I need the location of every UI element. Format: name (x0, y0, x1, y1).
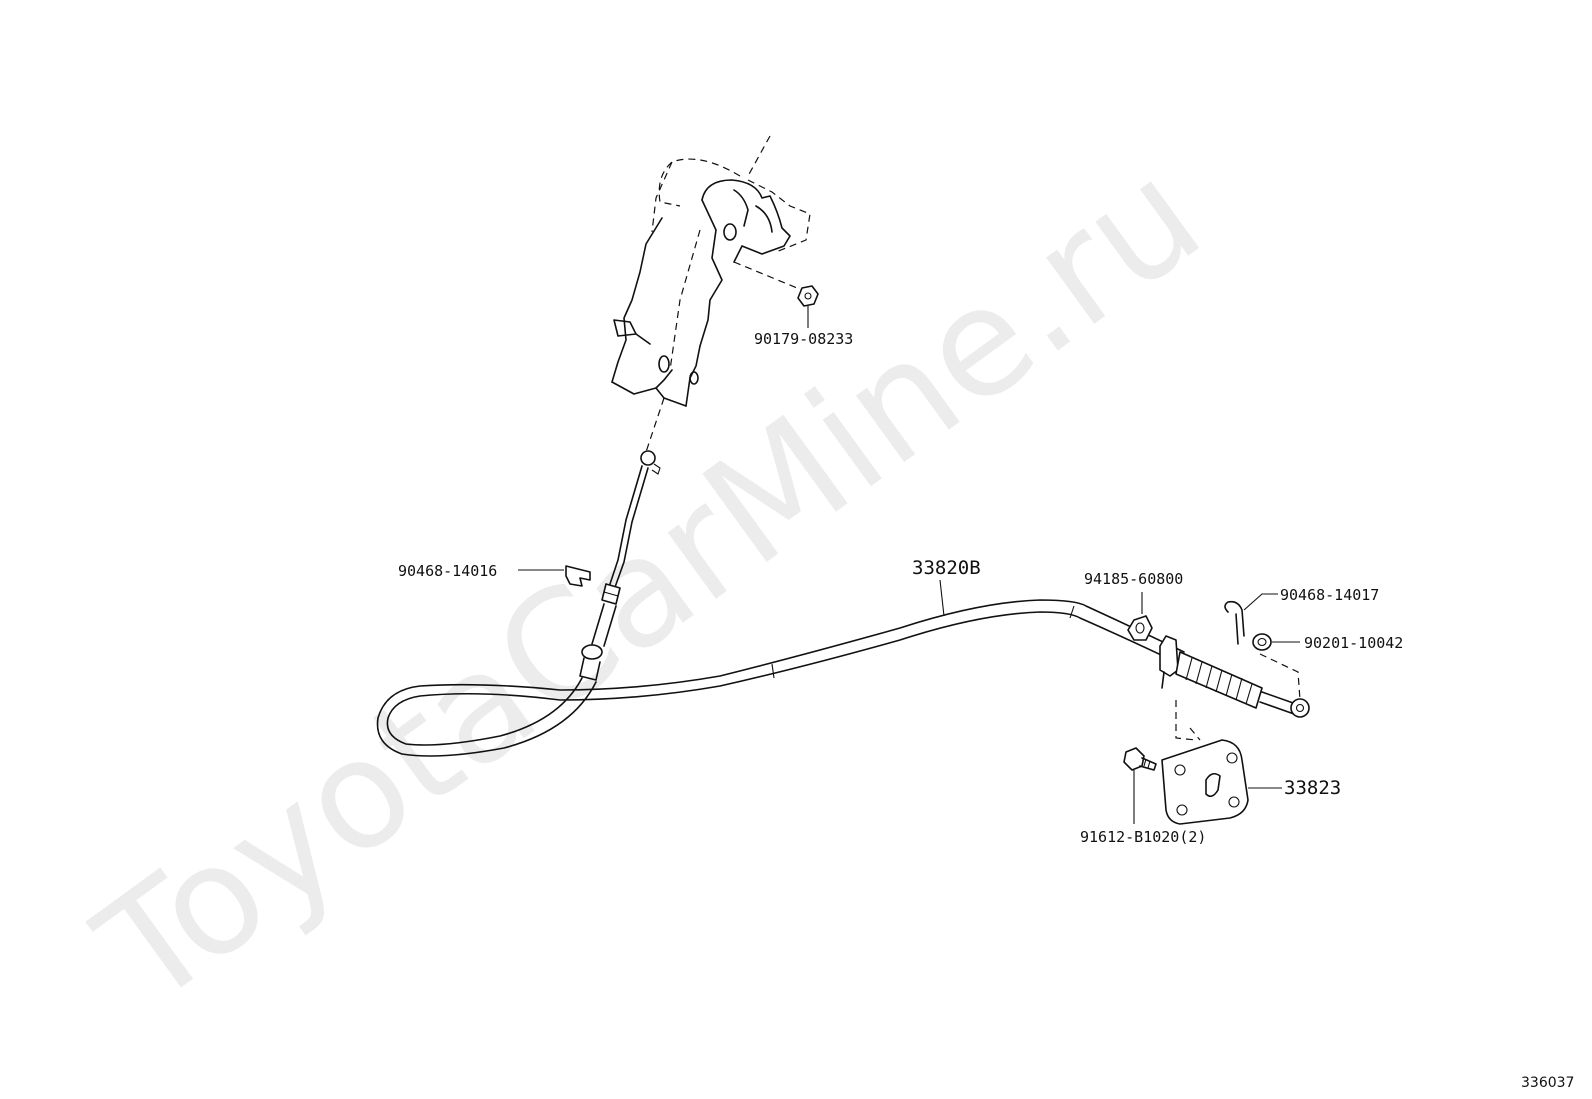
cable-end-right (1159, 635, 1310, 741)
label-clip-left: 90468-14016 (398, 562, 497, 580)
label-nut-top: 90179-08233 (754, 330, 853, 348)
bolt-part (1123, 747, 1157, 824)
cable-assembly (376, 397, 1185, 757)
label-bolt: 91612-B1020(2) (1080, 828, 1206, 846)
clip-left-part (565, 565, 591, 587)
shift-lever-housing (611, 135, 811, 407)
watermark-text: ToyotaCarMine.ru (68, 128, 1231, 1040)
figure-number: 336037 (1521, 1075, 1574, 1091)
label-bracket: 33823 (1284, 777, 1341, 799)
bracket-plate-part (1161, 739, 1282, 825)
bushing-part (1127, 592, 1153, 641)
nut-part (797, 285, 819, 328)
washer-part (1252, 633, 1300, 651)
label-bushing: 94185-60800 (1084, 570, 1183, 588)
label-cable: 33820B (912, 557, 981, 579)
clip-right-part (1224, 593, 1278, 645)
label-clip-right: 90468-14017 (1280, 586, 1379, 604)
label-washer: 90201-10042 (1304, 634, 1403, 652)
